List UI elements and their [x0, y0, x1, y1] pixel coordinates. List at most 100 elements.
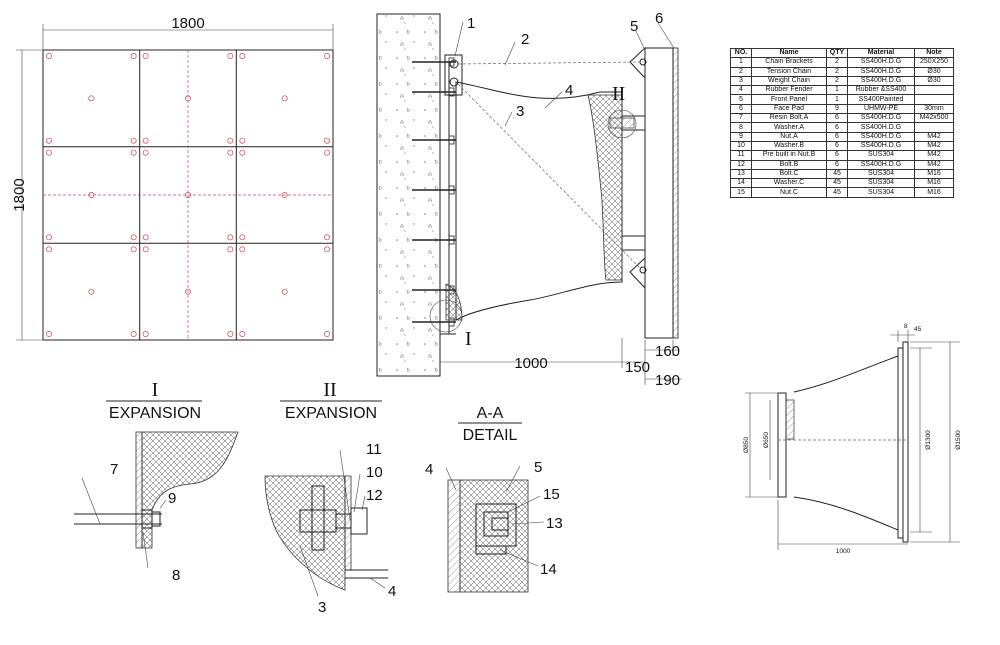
bolt-hole-icon: [142, 149, 149, 156]
bolt-hole-icon: [324, 246, 330, 253]
bolt-hole-icon: [142, 331, 149, 337]
bom-header-qty: QTY: [826, 47, 848, 59]
callout-11: 11: [366, 441, 382, 458]
bolt-hole-icon: [130, 246, 137, 253]
table-cell: 1: [826, 94, 848, 105]
dimension-160: 160: [655, 343, 680, 360]
bolt-hole-icon: [142, 53, 149, 59]
bolt-hole-icon: [227, 331, 234, 337]
front-panel-face-view: 1800 1800: [11, 15, 334, 341]
table-cell: 5: [730, 94, 752, 105]
callout-8: 8: [172, 567, 180, 584]
callout-4b: 4: [388, 583, 396, 600]
bolt-hole-icon: [185, 192, 191, 198]
table-cell: Rubber Fender: [751, 85, 827, 96]
table-cell: 3: [730, 75, 752, 87]
dimension-1000-section: 1000: [836, 548, 851, 555]
detail-two-title: EXPANSION: [285, 405, 377, 422]
detail-aa-subtitle: DETAIL: [463, 427, 518, 444]
table-cell: 13: [730, 168, 752, 180]
table-cell: 2: [730, 66, 752, 77]
detail-one-expansion: I EXPANSION 7 9 8: [74, 379, 239, 584]
callout-6: 6: [655, 10, 663, 27]
bolt-hole-icon: [227, 137, 234, 144]
table-cell: 1: [730, 57, 752, 68]
table-cell: Ø30: [914, 66, 954, 77]
fender-side-view: 1 2 3 4 5 6 I II 1000 150 160 190: [376, 10, 682, 389]
bom-header-row: NO. Name QTY Material Note: [730, 47, 954, 59]
table-cell: SS400H.D.G: [847, 159, 915, 170]
bolt-hole-icon: [281, 95, 288, 102]
table-cell: 1: [826, 85, 848, 96]
table-cell: Face Pad: [751, 103, 827, 115]
table-cell: 9: [730, 131, 752, 142]
dimension-850-inner: Ø650: [763, 432, 770, 448]
bolt-hole-icon: [239, 149, 246, 156]
table-cell: Washer.A: [751, 122, 827, 133]
bolt-hole-icon: [88, 288, 95, 295]
bolt-hole-icon: [239, 137, 246, 144]
callout-4c: 4: [425, 461, 433, 478]
table-cell: 6: [826, 131, 848, 142]
callout-7: 7: [110, 461, 118, 478]
panel-height-dimension: 1800: [11, 178, 28, 211]
detail-marker-two: II: [612, 83, 625, 105]
bolt-hole-icon: [239, 234, 246, 241]
detail-two-roman: II: [323, 379, 336, 401]
table-cell: 9: [826, 103, 848, 115]
table-cell: 30mm: [914, 103, 954, 115]
detail-one-title: EXPANSION: [109, 405, 201, 422]
table-cell: 6: [826, 159, 848, 170]
table-cell: UHMW-PE: [847, 103, 915, 115]
panel-width-dimension: 1800: [171, 15, 204, 32]
table-cell: 6: [826, 113, 848, 124]
table-cell: [914, 85, 954, 96]
table-cell: Nut.C: [751, 187, 827, 198]
table-cell: 2: [826, 75, 848, 87]
table-cell: Pre built in Nut.B: [751, 150, 827, 161]
bolt-hole-icon: [130, 137, 137, 144]
dimension-1300: Ø1300: [925, 430, 932, 450]
table-cell: SS400H.D.G: [847, 140, 915, 152]
callout-12: 12: [366, 487, 383, 504]
table-cell: M42: [914, 131, 954, 142]
bolt-hole-icon: [227, 149, 234, 156]
table-cell: 7: [730, 113, 752, 124]
bolt-hole-icon: [324, 234, 330, 241]
table-cell: M16: [914, 187, 954, 198]
dimension-850-outer: Ø850: [743, 437, 750, 453]
bolt-hole-icon: [46, 137, 52, 144]
table-cell: M16: [914, 178, 954, 189]
bolt-hole-icon: [239, 331, 246, 337]
table-cell: 45: [826, 187, 848, 198]
table-cell: 6: [826, 122, 848, 133]
bom-header-name: Name: [751, 47, 827, 59]
detail-aa: A-A DETAIL 4 5 15 13 14: [425, 405, 563, 593]
table-cell: SS400H.D.G: [847, 122, 915, 133]
table-cell: M16: [914, 168, 954, 180]
table-cell: SS400H.D.G: [847, 131, 915, 142]
dimension-190: 190: [655, 372, 680, 389]
table-cell: Ø30: [914, 75, 954, 87]
table-cell: Nut.A: [751, 131, 827, 142]
table-cell: 15: [730, 187, 752, 198]
table-cell: 45: [826, 178, 848, 189]
table-cell: Bolt.B: [751, 159, 827, 170]
table-cell: 45: [826, 168, 848, 180]
table-cell: Weight Chain: [751, 75, 827, 87]
table-cell: 11: [730, 150, 752, 161]
callout-1: 1: [467, 15, 475, 32]
callout-15: 15: [543, 486, 560, 503]
bolt-hole-icon: [130, 53, 137, 59]
